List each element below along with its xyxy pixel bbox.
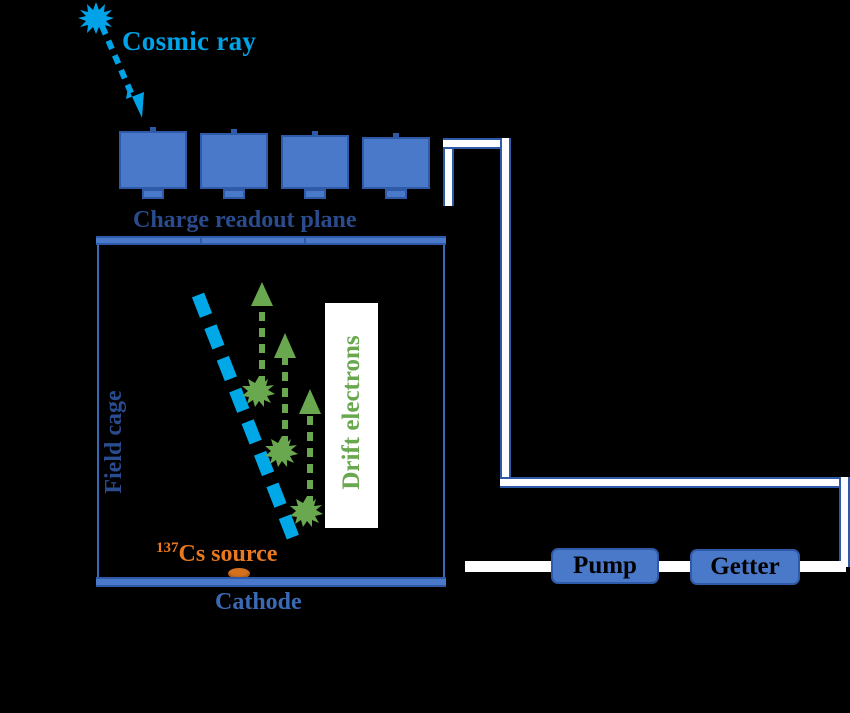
drift-electrons-group	[242, 282, 323, 527]
cathode-bar	[96, 577, 446, 587]
readout-module[interactable]	[200, 133, 268, 189]
ionization-burst-icon	[242, 376, 275, 407]
readout-module[interactable]	[362, 137, 430, 189]
cosmic-ray-track	[191, 292, 303, 548]
getter-label: Getter	[710, 553, 780, 580]
ionization-burst-icon	[265, 436, 298, 467]
drift-electrons-plaque: Drift electrons	[325, 303, 378, 528]
ionization-burst-icon	[290, 496, 323, 527]
readout-module-stub	[150, 127, 156, 132]
anode-plane-bar	[96, 236, 446, 245]
readout-module-stub	[312, 131, 318, 136]
cosmic-ray-group	[78, 2, 144, 118]
drift-electrons-label: Drift electrons	[338, 335, 365, 490]
readout-module[interactable]	[281, 135, 349, 189]
charge-readout-plane-label: Charge readout plane	[133, 207, 357, 233]
pipe-getter-outlet	[798, 561, 846, 572]
cosmic-ray-label: Cosmic ray	[122, 26, 257, 56]
cs137-mass-number: 137	[156, 540, 179, 556]
cs137-source-label: 137Cs source	[156, 540, 278, 567]
readout-module[interactable]	[119, 131, 187, 189]
pipe-right-descender	[839, 477, 850, 567]
readout-module-stub	[231, 129, 237, 134]
readout-module-tab	[304, 189, 326, 199]
readout-module-tab	[142, 189, 164, 199]
pipe-top-horizontal	[443, 138, 511, 149]
pump-box[interactable]: Pump	[551, 548, 659, 584]
pipe-descender	[500, 138, 511, 488]
readout-module-tab	[223, 189, 245, 199]
anode-segment-divider	[200, 236, 202, 245]
pump-label: Pump	[573, 552, 637, 579]
anode-segment-divider	[304, 236, 306, 245]
readout-module-stub	[393, 133, 399, 138]
pipe-riser-left	[443, 138, 454, 206]
pipe-pump-getter-link	[655, 561, 697, 572]
pipe-lower-horizontal	[500, 477, 850, 488]
cosmic-ray-starburst-icon	[78, 2, 114, 34]
cathode-label: Cathode	[215, 589, 302, 615]
getter-box[interactable]: Getter	[690, 549, 800, 585]
pipe-pump-inlet	[465, 561, 560, 572]
cs137-source-pellet	[228, 568, 250, 579]
readout-module-tab	[385, 189, 407, 199]
cs137-source-text: Cs source	[178, 541, 278, 567]
